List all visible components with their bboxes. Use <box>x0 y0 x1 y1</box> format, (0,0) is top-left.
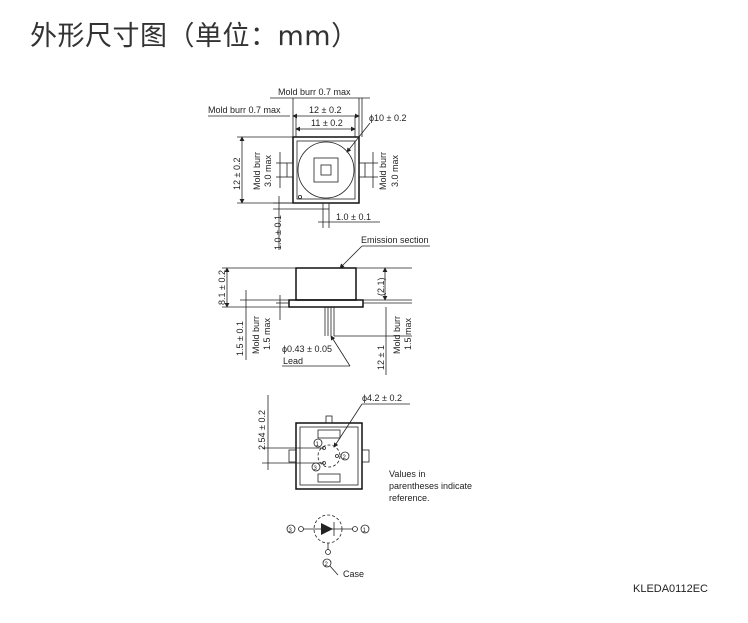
dim-pin-circle: ϕ4.2 ± 0.2 <box>362 393 402 403</box>
diode-symbol <box>321 523 333 535</box>
schematic-case-label: Case <box>343 569 364 579</box>
bottom-pin-circle <box>317 444 341 468</box>
schematic-pin2: 2 <box>325 562 329 568</box>
bottom-pin3-label: 3 <box>314 466 318 472</box>
dim-burr-left: Mold burr 0.7 max <box>208 105 281 115</box>
bottom-burr-left <box>288 449 297 463</box>
dim-burr-top: Mold burr 0.7 max <box>278 87 351 97</box>
dim-window-dia: ϕ10 ± 0.2 <box>369 113 407 123</box>
top-burr-left <box>286 162 294 178</box>
drawing-code: KLEDA0112EC <box>632 583 708 595</box>
dim-height: 12 ± 0.2 <box>232 158 242 190</box>
bottom-pad-top <box>317 429 341 439</box>
note-line-1: Values in <box>389 469 425 479</box>
top-burr-right <box>358 162 366 178</box>
dim-width-inner: 11 ± 0.2 <box>311 118 343 128</box>
top-body-inner <box>296 140 356 200</box>
dim-ref: (2.1) <box>376 277 386 296</box>
note-line-3: reference. <box>389 493 430 503</box>
schematic-pin3: 3 <box>289 528 293 534</box>
dim-flange: 1.5 ± 0.1 <box>235 321 245 356</box>
burr-side-view-left-2: 1.5 max <box>262 317 272 350</box>
dim-width-outer: 12 ± 0.2 <box>309 105 341 115</box>
emission-label: Emission section <box>361 235 429 245</box>
top-emitter-chip <box>320 164 332 176</box>
top-emitter-frame <box>313 157 339 183</box>
side-view: Emission section 8.1 ± 0.2 (2.1) 1.5 ± 0… <box>217 235 430 375</box>
burr-side-view-left-1: Mold burr <box>251 316 261 354</box>
page-title: 外形尺寸图（单位：mm） <box>30 21 359 52</box>
bottom-view: 1 2 3 2.54 ± 0.2 ϕ4.2 ± 0.2 <box>257 393 410 490</box>
schematic: 3 1 2 Case <box>286 514 370 579</box>
top-tab <box>322 202 330 210</box>
top-index-mark <box>297 194 302 199</box>
schematic-terminal-1 <box>352 526 358 532</box>
dim-tab-height: 1.0 ± 0.1 <box>273 215 283 250</box>
top-window-circle <box>297 141 355 199</box>
top-view: Mold burr 0.7 max Mold burr 0.7 max 12 ±… <box>208 87 407 250</box>
bottom-pin-2 <box>335 454 339 458</box>
reference-note: Values in parentheses indicate reference… <box>389 469 472 503</box>
bottom-body-outline <box>295 422 363 490</box>
side-body <box>295 267 357 301</box>
dim-tab-width: 1.0 ± 0.1 <box>336 212 371 222</box>
burr-side-left-1: Mold burr <box>252 152 262 190</box>
dim-lead-length: 12 ± 1 <box>376 345 386 370</box>
burr-side-view-right-2: 1.5 max <box>403 317 413 350</box>
lead-label: Lead <box>283 356 303 366</box>
burr-side-right-2: 3.0 max <box>390 154 400 187</box>
burr-side-view-right-1: Mold burr <box>392 316 402 354</box>
schematic-terminal-2 <box>325 549 331 555</box>
burr-side-left-2: 3.0 max <box>263 154 273 187</box>
bottom-pin1-label: 1 <box>316 442 320 448</box>
bottom-pin2-label: 2 <box>343 455 347 461</box>
schematic-pin1: 1 <box>363 528 367 534</box>
top-body-outline <box>292 136 360 204</box>
dim-pitch: 2.54 ± 0.2 <box>257 410 267 450</box>
bottom-body-inner <box>299 426 359 486</box>
side-flange <box>288 299 364 308</box>
dim-body-height: 8.1 ± 0.2 <box>217 270 227 305</box>
schematic-terminal-3 <box>298 526 304 532</box>
bottom-pad-bottom <box>317 473 341 483</box>
note-line-2: parentheses indicate <box>389 481 472 491</box>
dim-lead-dia: ϕ0.43 ± 0.05 <box>282 344 332 354</box>
burr-side-right-1: Mold burr <box>378 152 388 190</box>
bottom-burr-right <box>361 449 370 463</box>
bottom-tab <box>325 415 333 424</box>
